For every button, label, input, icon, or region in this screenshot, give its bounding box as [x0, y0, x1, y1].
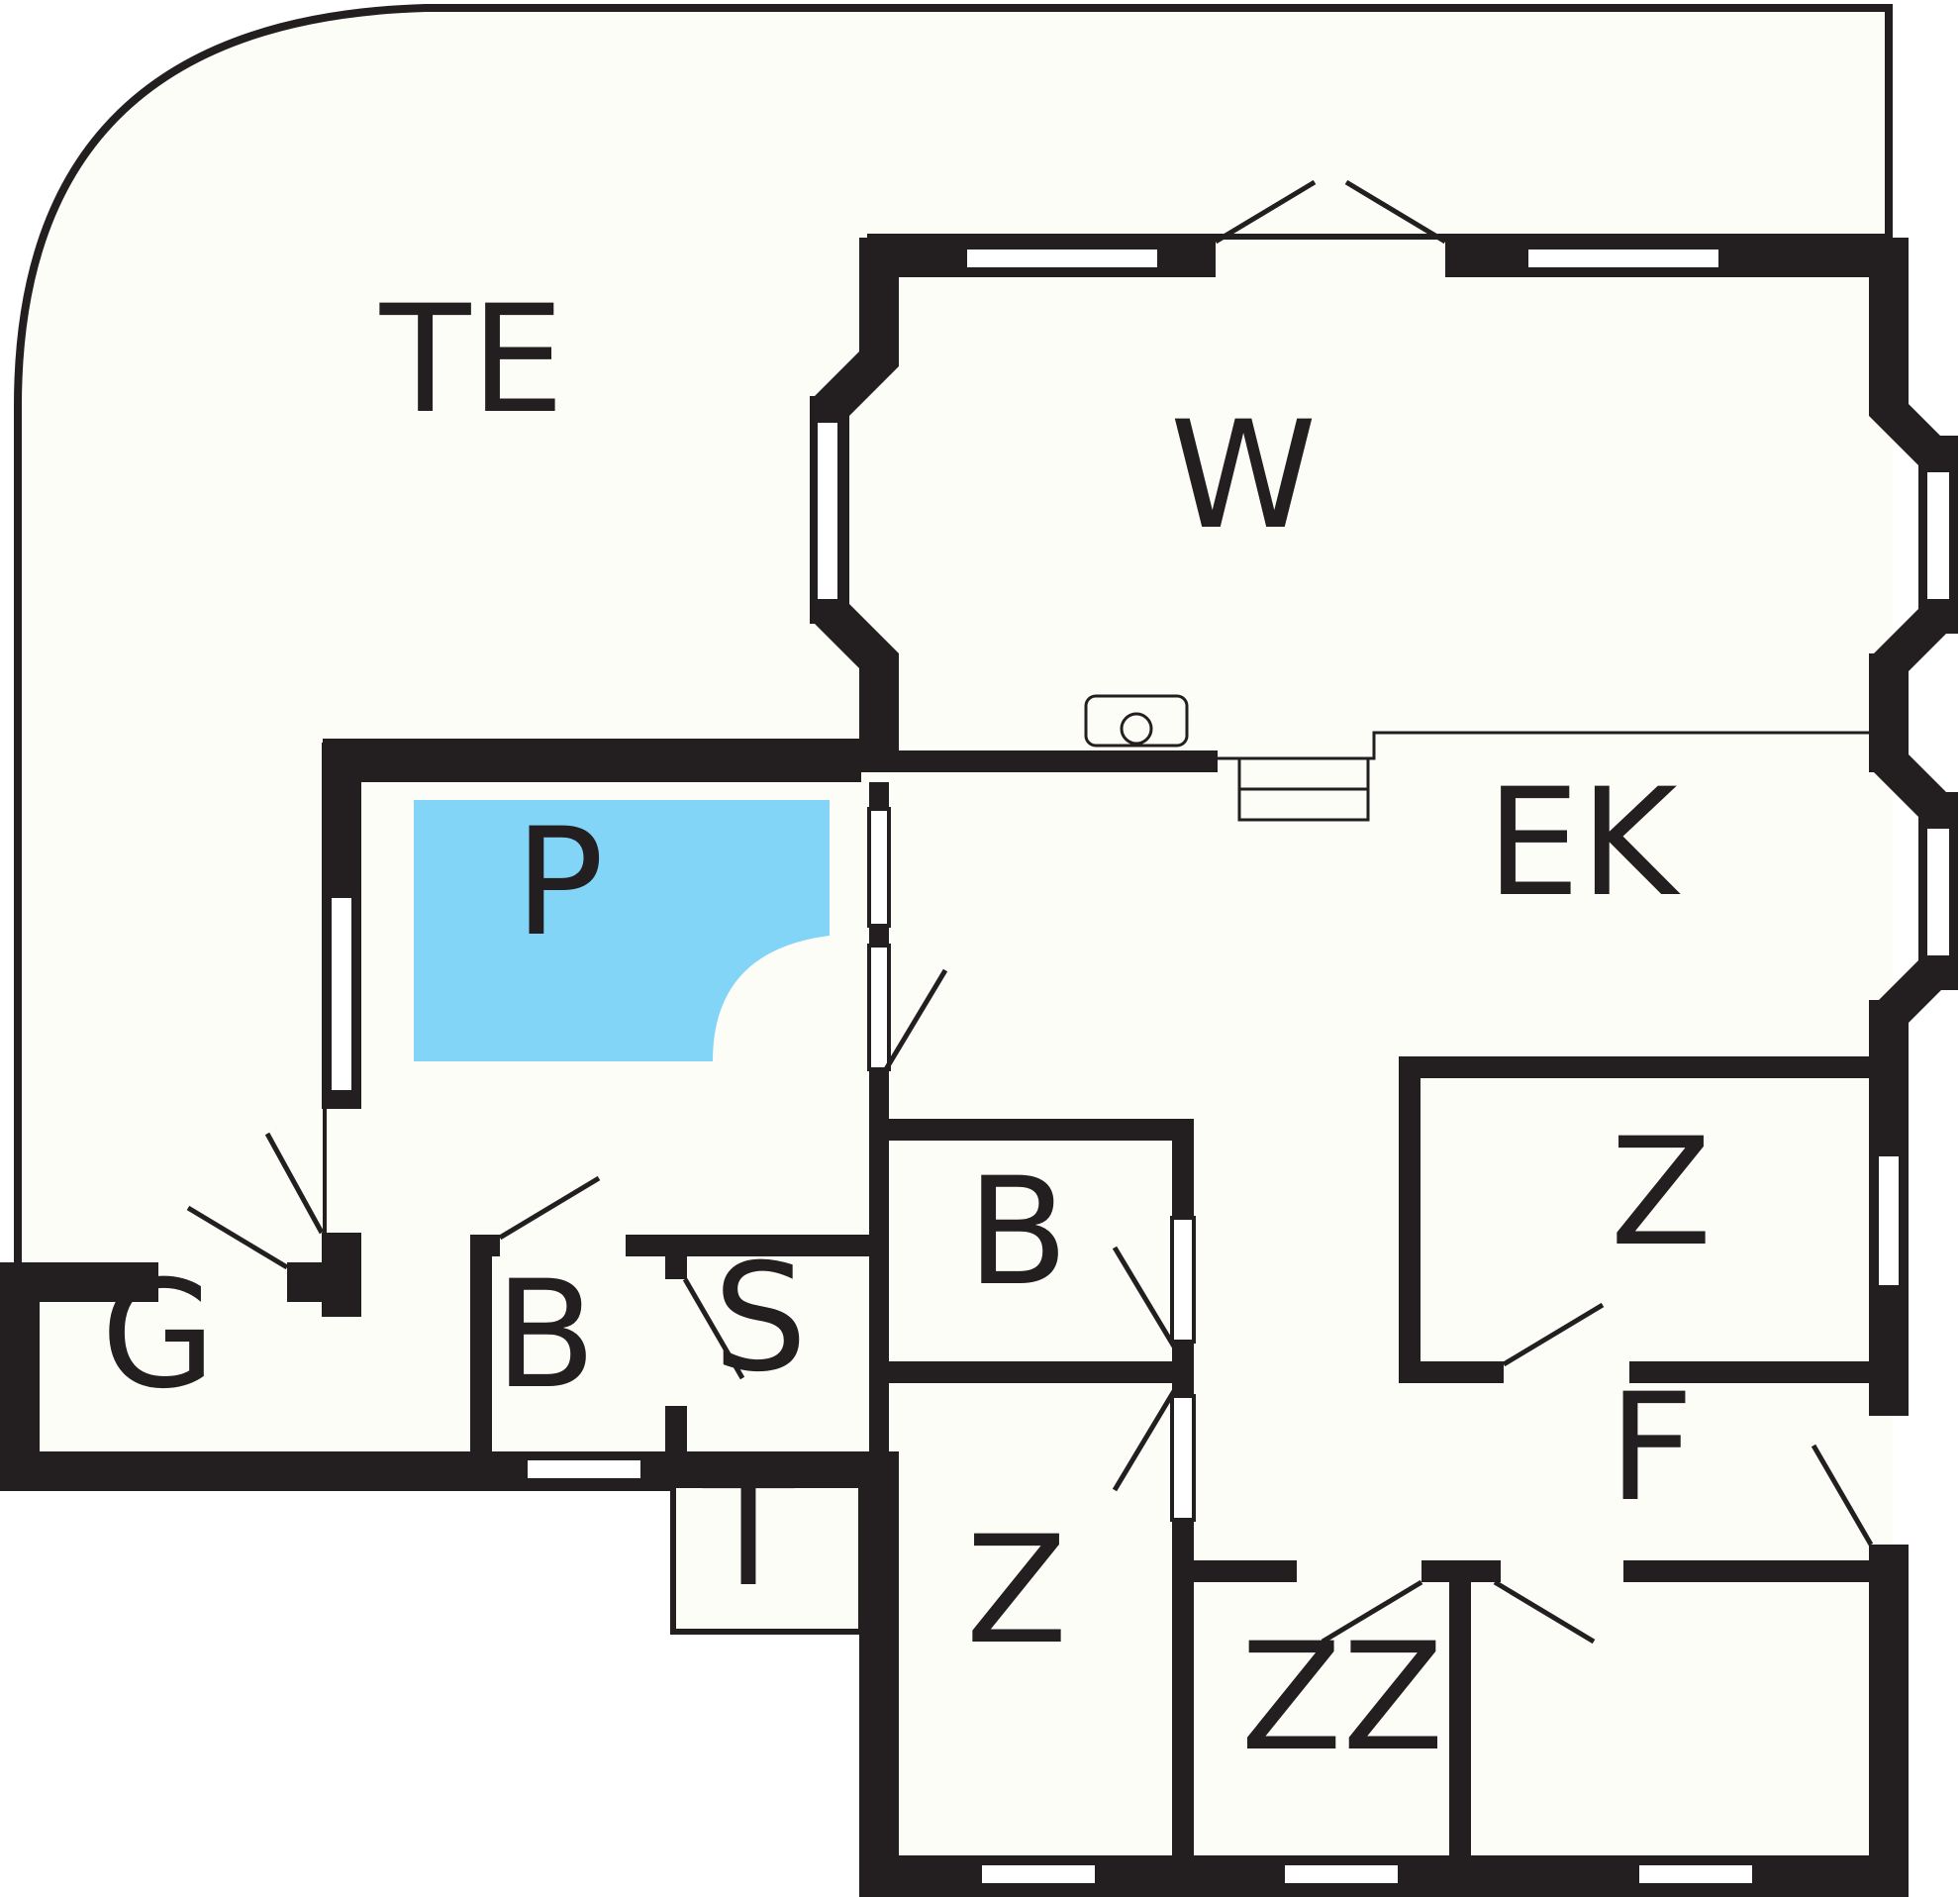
- label-kitchen: EK: [1486, 757, 1681, 930]
- label-toilet: T: [702, 1448, 795, 1620]
- bay-wall-right-1: [1869, 404, 1958, 465]
- bay-wall-left-top: [810, 351, 899, 416]
- garage-room: [40, 1302, 322, 1451]
- windows: [328, 246, 1953, 1887]
- pool: [414, 800, 830, 1061]
- label-garage: G: [101, 1249, 216, 1422]
- bay-wall-left-bottom: [810, 604, 899, 668]
- label-pool: P: [515, 797, 604, 969]
- bay-wall-right-2: [1869, 609, 1958, 671]
- label-living: W: [1170, 390, 1317, 562]
- stove-icon: [1084, 694, 1189, 748]
- terrace-area: [14, 4, 1893, 1281]
- label-hall: F: [1609, 1362, 1694, 1535]
- bay-wall-right-3: [1869, 754, 1958, 817]
- label-bedroom-twin: ZZ: [1240, 1612, 1444, 1784]
- label-bath-small: B: [495, 1249, 597, 1422]
- label-terrace: TE: [379, 274, 564, 447]
- label-bath-large: B: [967, 1147, 1069, 1319]
- label-sauna: S: [713, 1233, 807, 1405]
- label-bedroom-left: Z: [966, 1505, 1068, 1677]
- bay-wall-right-4: [1869, 960, 1958, 1023]
- doors: [186, 179, 1874, 1645]
- toilet-room: [670, 1482, 864, 1635]
- label-bedroom-right: Z: [1611, 1107, 1713, 1279]
